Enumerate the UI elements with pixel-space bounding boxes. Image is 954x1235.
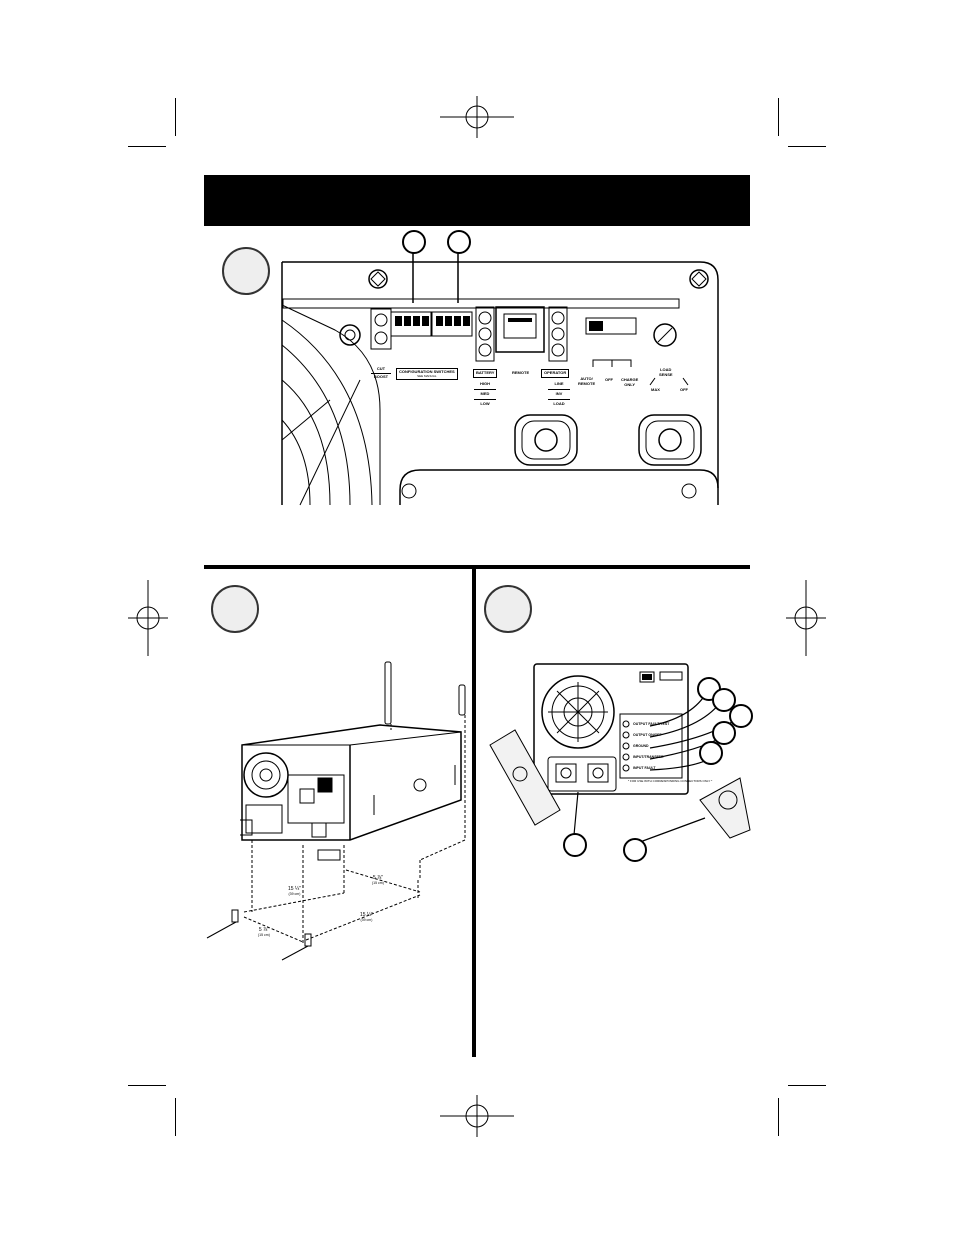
column-divider: [472, 565, 476, 1057]
load-off-label: OFF: [680, 387, 688, 392]
boost-label: BOOST: [373, 373, 389, 379]
dim-inch: 5 ⅞": [372, 875, 383, 881]
dim-cm: (15 cm): [372, 880, 384, 885]
dimension-label: 5 ⅞" (15 cm): [258, 927, 270, 937]
led-label: GROUND: [633, 744, 649, 748]
crop-mark: [778, 98, 779, 136]
callout-circle: [222, 247, 270, 295]
battery-label: BATTERY: [473, 369, 498, 378]
auto-text: AUTO/: [580, 376, 593, 381]
operator-load: LOAD: [553, 400, 565, 406]
operator-inv: INV: [555, 390, 563, 396]
dim-cm: (15 cm): [258, 932, 270, 937]
battery-med: MED: [480, 390, 490, 396]
crop-mark: [788, 146, 826, 147]
callout-circle: [484, 585, 532, 633]
dim-inch: 15 ¼": [360, 912, 373, 918]
section-divider: [204, 565, 750, 569]
crop-mark: [128, 146, 166, 147]
max-label: MAX: [651, 387, 660, 392]
operator-line: LINE: [554, 381, 564, 386]
auto-remote-label: AUTO/ REMOTE: [578, 376, 596, 387]
config-switches-label: CONFIGURATION SWITCHES SEE MANUAL: [396, 368, 458, 381]
dimension-label: 15 ¼" (39 cm): [288, 886, 301, 896]
load-sense-label: LOAD SENSE: [659, 367, 673, 378]
crop-mark: [128, 1085, 166, 1086]
remote-text: REMOTE: [578, 380, 596, 386]
config-switches-text: CONFIGURATION SWITCHES: [399, 369, 455, 374]
remote-label: REMOTE: [512, 370, 530, 375]
callout-circle: [211, 585, 259, 633]
crop-mark: [778, 1098, 779, 1136]
dim-inch: 15 ¼": [288, 886, 301, 892]
off-label: OFF: [605, 377, 613, 382]
callout-circle: [712, 721, 736, 745]
charge-text: CHARGE: [621, 377, 639, 382]
crop-mark: [175, 1098, 176, 1136]
callout-circle: [402, 230, 426, 254]
section-header-bar: [204, 175, 750, 226]
callout-circle: [699, 741, 723, 765]
rear-footnote: * FOR USE WITH CORRESPONDING CONNECTORS …: [628, 779, 713, 783]
config-switches-subtext: SEE MANUAL: [417, 373, 437, 378]
only-text: ONLY: [624, 381, 636, 387]
dim-inch: 5 ⅞": [258, 927, 269, 933]
battery-high: HIGH: [480, 381, 490, 386]
callout-circle: [623, 838, 647, 862]
dimension-label: 15 ¼" (39 cm): [360, 912, 373, 922]
callout-circle: [447, 230, 471, 254]
dim-cm: (39 cm): [360, 917, 373, 922]
led-label: INPUT/TRANSFER: [633, 755, 664, 759]
battery-low: LOW: [480, 400, 490, 406]
led-label: OUTPUT FAULT/TEST: [633, 722, 670, 726]
charge-only-label: CHARGE ONLY: [621, 377, 639, 388]
callout-circle: [563, 833, 587, 857]
crop-mark: [175, 98, 176, 136]
sense-text: SENSE: [659, 371, 673, 377]
dim-cm: (39 cm): [288, 891, 301, 896]
callout-circle: [729, 704, 753, 728]
load-text: LOAD: [660, 367, 672, 372]
crop-mark: [788, 1085, 826, 1086]
cut-boost-label: CUT BOOST: [371, 366, 391, 380]
cut-label: CUT: [376, 366, 386, 371]
led-label: OUTPUT ON/OFF: [633, 733, 662, 737]
operator-levels: LINE INV LOAD: [548, 381, 570, 406]
dimension-label: 5 ⅞" (15 cm): [372, 875, 384, 885]
operator-label: OPERATOR: [541, 369, 570, 378]
led-label: INPUT FAULT: [633, 766, 656, 770]
battery-levels: HIGH MED LOW: [474, 381, 496, 406]
